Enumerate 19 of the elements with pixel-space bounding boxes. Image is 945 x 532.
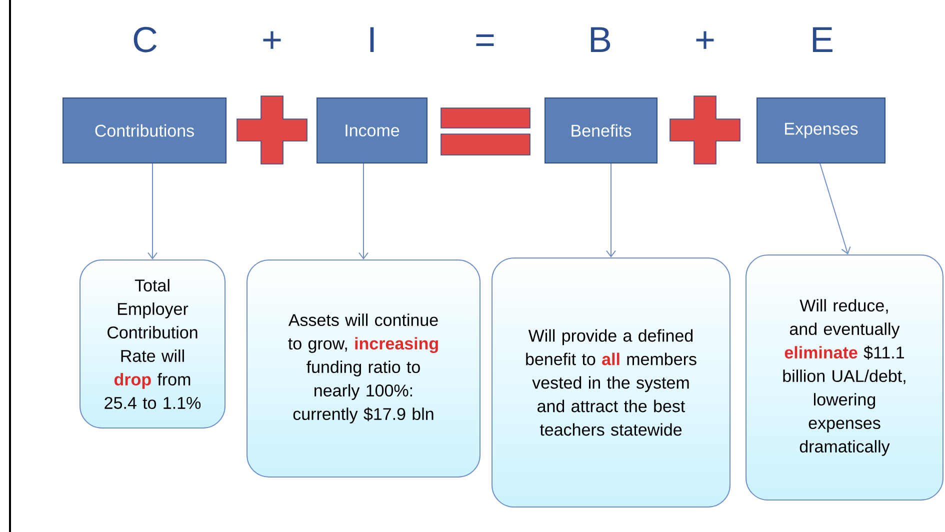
- equation-symbol: +: [696, 31, 714, 49]
- equation-symbol: B: [590, 27, 610, 52]
- arrow: [358, 163, 368, 260]
- equation-symbol: E: [812, 27, 832, 52]
- category-box: Contributions: [62, 98, 226, 164]
- description-box: Assets will continue to grow, increasing funding ratio to nearly 100%: currently $17.9 bln: [246, 260, 480, 478]
- description-box: Will provide a defined benefit to all members vested in the system and attract the best teachers statewide: [492, 258, 730, 508]
- description-box: Will reduce, and eventually eliminate $11.1 billion UAL/debt, lowering expenses dramatically: [746, 254, 944, 500]
- description-box: Total Employer Contribution Rate will drop from 25.4 to 1.1%: [80, 260, 226, 428]
- equation-symbol: I: [370, 27, 374, 52]
- category-box: Expenses: [756, 98, 886, 164]
- arrow: [148, 163, 158, 260]
- equation-symbol: +: [263, 31, 281, 49]
- equation-symbol: =: [476, 34, 494, 46]
- category-box: Income: [316, 98, 428, 164]
- equation-symbol: C: [134, 26, 157, 52]
- category-box: Benefits: [544, 98, 658, 164]
- arrow: [606, 163, 616, 258]
- arrow: [820, 163, 851, 254]
